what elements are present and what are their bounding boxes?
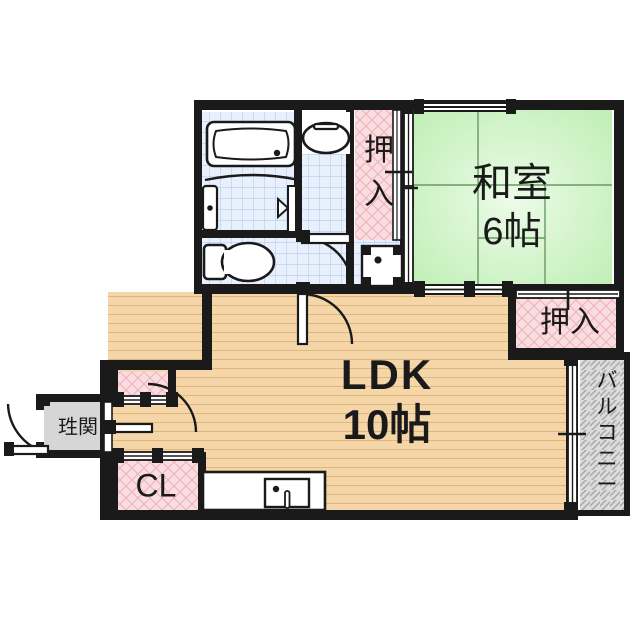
washitsu-size-label: 6帖: [482, 211, 541, 253]
balcony-label-c1: バ: [597, 370, 618, 393]
washitsu-floor: [412, 108, 612, 292]
washroom-door[interactable]: [296, 230, 354, 294]
washing-machine-pan-icon: [360, 244, 404, 288]
cl-door[interactable]: [112, 448, 204, 463]
washbasin-icon: [301, 112, 351, 155]
washitsu-window-top[interactable]: [414, 99, 516, 114]
oshiire-lower-floor: [516, 296, 624, 356]
balcony-label-c4: ニ: [597, 448, 618, 471]
tatami-seams: [412, 108, 612, 292]
cl-closet-label: CL: [136, 467, 177, 503]
balcony-label-c2: ル: [597, 396, 618, 419]
balcony-floor: [580, 352, 630, 512]
balcony-label: バ ル コ ニ ー: [597, 370, 618, 497]
hall-closet-door[interactable]: [112, 392, 178, 407]
bath-door[interactable]: [277, 185, 297, 233]
shower-icon: [201, 173, 300, 232]
balcony-window[interactable]: [558, 356, 586, 514]
washitsu-name-label: 和室: [472, 162, 552, 206]
washitsu-fusuma-left[interactable]: [394, 104, 418, 292]
balcony-label-c3: コ: [597, 422, 618, 445]
bathtub-icon: [205, 120, 297, 168]
cl-closet-floor: [118, 460, 200, 516]
entry-door[interactable]: [4, 396, 50, 456]
toilet-icon: [202, 241, 276, 283]
oshiire-upper-label-char1: 押: [364, 134, 394, 167]
oshiire-upper-door[interactable]: [385, 109, 412, 241]
genkan-label: 珄関: [58, 415, 98, 438]
oshiire-lower-label: 押入: [540, 306, 600, 339]
washitsu-fusuma-bottom[interactable]: [414, 281, 513, 297]
kitchen-sink-icon: [201, 470, 327, 512]
ldk-top-door[interactable]: [296, 292, 354, 346]
oshiire-lower-door[interactable]: [515, 284, 621, 310]
ldk-hall-door[interactable]: [104, 382, 198, 434]
balcony-label-c5: ー: [597, 474, 618, 497]
ldk-size-label: 10帖: [343, 401, 432, 448]
oshiire-upper-label-char2: 入: [364, 178, 394, 211]
ldk-name-label: LDK: [341, 351, 433, 398]
